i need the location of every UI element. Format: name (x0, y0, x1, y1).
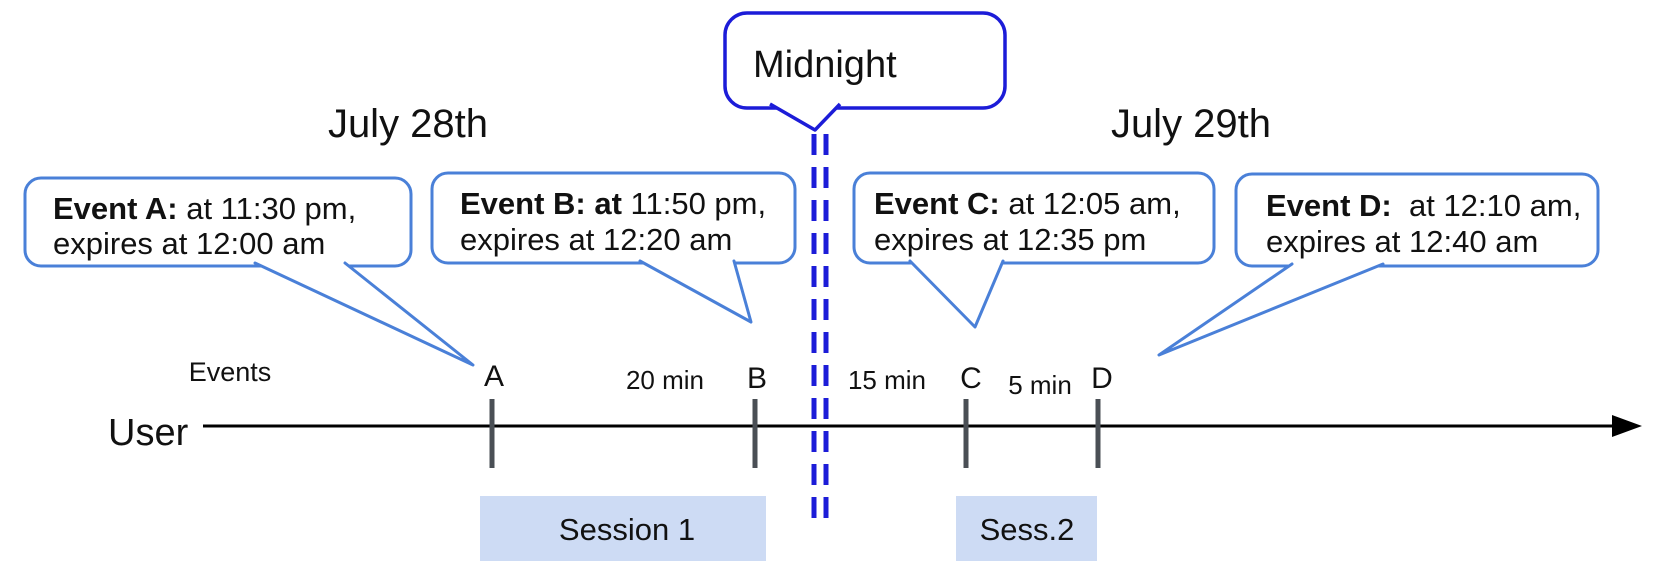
event-b-line1: Event B: at 11:50 pm, (460, 186, 766, 221)
event-d-callout: Event D: at 12:10 am, expires at 12:40 a… (1157, 172, 1600, 357)
event-a-time: at 11:30 pm, (178, 191, 357, 226)
event-a-line1: Event A: at 11:30 pm, (53, 191, 356, 226)
event-a-title: Event A: (53, 191, 178, 226)
tick-label-a: A (484, 360, 504, 393)
event-a-callout: Event A: at 11:30 pm, expires at 12:00 a… (23, 176, 475, 367)
event-d-callout-tail (1157, 262, 1385, 357)
event-d-bubble (1234, 172, 1600, 268)
tick-label-b: B (747, 362, 767, 395)
event-c-line2: expires at 12:35 pm (874, 222, 1146, 257)
session-2-box (956, 496, 1097, 561)
event-d-time: at 12:10 am, (1400, 188, 1581, 223)
event-b-bubble (430, 171, 797, 265)
event-d-line1: Event D: at 12:10 am, (1266, 188, 1581, 223)
event-c-time: at 12:05 am, (1000, 186, 1181, 221)
session-1-label: Session 1 (559, 512, 695, 547)
event-a-bubble (23, 176, 413, 268)
midnight-bubble (723, 11, 1007, 110)
event-d-line2: expires at 12:40 am (1266, 224, 1538, 259)
event-b-callout-tail (638, 259, 753, 324)
event-a-line2: expires at 12:00 am (53, 226, 325, 261)
session-2-label: Sess.2 (980, 512, 1075, 547)
tick-label-c: C (960, 362, 982, 395)
timeline-arrowhead-icon (1612, 415, 1642, 437)
user-row-label: User (108, 412, 189, 454)
event-b-title: Event B: at (460, 186, 622, 221)
day-title-july-29: July 29th (1111, 102, 1271, 146)
event-b-time: 11:50 pm, (622, 186, 766, 221)
gap-label-20-min: 20 min (626, 365, 704, 395)
event-d-title: Event D: (1266, 188, 1400, 223)
event-c-callout: Event C: at 12:05 am, expires at 12:35 p… (852, 171, 1216, 329)
midnight-label: Midnight (753, 44, 897, 86)
gap-label-15-min: 15 min (848, 365, 926, 395)
timeline-axis: Events User A B C D 20 min 15 min 5 min (108, 357, 1642, 468)
day-title-july-28: July 28th (328, 102, 488, 146)
gap-label-5-min: 5 min (1008, 370, 1072, 400)
midnight-callout: Midnight (723, 11, 1007, 132)
sessions: Session 1 Sess.2 (480, 496, 1097, 561)
tick-label-d: D (1091, 362, 1113, 395)
event-b-callout: Event B: at 11:50 pm, expires at 12:20 a… (430, 171, 797, 324)
event-c-line1: Event C: at 12:05 am, (874, 186, 1181, 221)
session-1-box (480, 496, 766, 561)
event-c-title: Event C: (874, 186, 1000, 221)
event-b-line2: expires at 12:20 am (460, 222, 732, 257)
midnight-callout-tail (769, 102, 842, 132)
events-row-label: Events (189, 357, 272, 387)
event-c-bubble (852, 171, 1216, 265)
event-a-callout-tail (253, 261, 475, 367)
event-c-callout-tail (908, 259, 1005, 329)
midnight-divider (811, 134, 829, 520)
